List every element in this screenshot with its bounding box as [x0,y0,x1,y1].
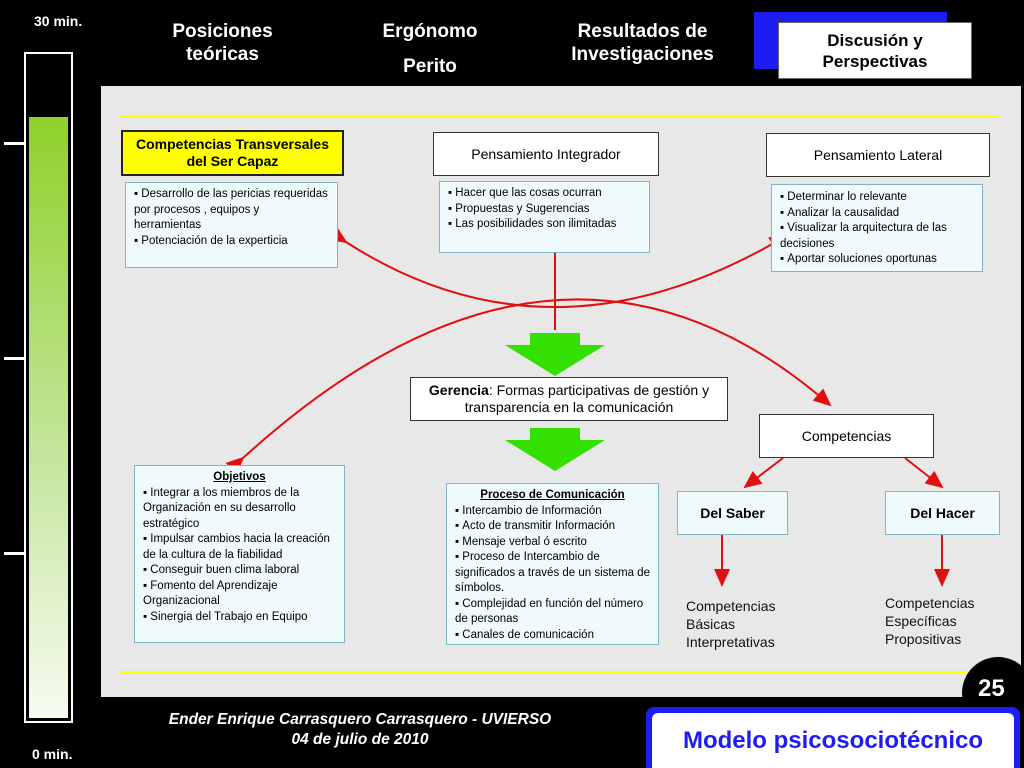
timer-top-label: 30 min. [34,13,83,29]
footer-author: Ender Enrique Carrasquero Carrasquero - … [168,711,552,728]
list-item: Potenciación de la experticia [134,234,329,250]
timer-fill [29,116,68,718]
competencia-line: Propositivas [885,631,962,647]
gerencia-rest: : Formas participativas de gestión y tra… [464,382,710,415]
yellow-divider-bottom [119,671,999,674]
objetivos-title: Objetivos [213,471,266,483]
list-item: Sinergia del Trabajo en Equipo [143,610,336,626]
nav-tab-ergonomo[interactable]: Ergónomo [382,21,478,42]
box-gerencia: Gerencia: Formas participativas de gesti… [410,377,728,421]
arc-top-connector [328,226,788,309]
timer-tick [4,142,24,145]
timer-tick [4,357,24,360]
list-item: Desarrollo de las pericias requeridas po… [134,187,329,234]
box-objetivos: Objetivos Integrar a los miembros de la … [134,465,345,643]
list-item: Intercambio de Información [455,504,650,520]
competencia-line: Competencias [885,595,975,611]
proceso-title: Proceso de Comunicación [480,489,625,501]
box-lateral-title: Pensamiento Lateral [766,133,990,177]
box-transversales-items: Desarrollo de las pericias requeridas po… [125,182,338,268]
list-item: Las posibilidades son ilimitadas [448,217,641,233]
nav-tab-posiciones[interactable]: Posiciones teóricas [172,21,273,65]
green-block-arrow-top [505,333,605,376]
box-integrador-items: Hacer que las cosas ocurranPropuestas y … [439,181,650,253]
del-saber-title: Del Saber [700,505,765,521]
box-del-hacer: Del Hacer [885,491,1000,535]
competencia-line: Específicas [885,613,957,629]
integrador-title: Pensamiento Integrador [471,146,621,162]
list-item: Determinar lo relevante [780,190,974,206]
list-item: Aportar soluciones oportunas [780,252,974,268]
list-item: Impulsar cambios hacia la creación de la… [143,532,336,563]
lateral-title: Pensamiento Lateral [813,147,943,163]
arrow-to-del-saber [743,457,784,489]
box-transversales-title: Competencias Transversales del Ser Capaz [121,130,344,176]
competencia-line: Interpretativas [686,634,775,650]
model-label-inner: Modelo psicosociotécnico [652,713,1014,768]
timer-bottom-label: 0 min. [32,746,73,762]
gerencia-text: Gerencia: Formas participativas de gesti… [419,382,719,416]
yellow-divider-top [119,115,999,118]
list-item: Analizar la causalidad [780,206,974,222]
arrow-to-del-hacer [904,457,944,489]
gerencia-bold: Gerencia [428,382,489,398]
green-block-arrow-bottom [505,428,605,471]
box-lateral-items: Determinar lo relevanteAnalizar la causa… [771,184,983,272]
list-item: Integrar a los miembros de la Organizaci… [143,486,336,533]
box-competencias: Competencias [759,414,934,458]
footer-date: 04 de julio de 2010 [291,731,429,748]
list-item: Visualizar la arquitectura de las decisi… [780,221,974,252]
nav-tab-perito[interactable]: Perito [403,56,457,77]
box-del-saber: Del Saber [677,491,788,535]
page-number: 25 [978,675,1005,702]
list-item: Hacer que las cosas ocurran [448,186,641,202]
list-item: Proceso de Intercambio de significados a… [455,550,650,597]
box-proceso: Proceso de Comunicación Intercambio de I… [446,483,659,645]
list-item: Mensaje verbal ó escrito [455,535,650,551]
del-hacer-title: Del Hacer [910,505,975,521]
competencias-title: Competencias [801,428,892,444]
arc-mid-connector [225,298,832,475]
nav-tab-discusion-label: Discusión y Perspectivas [822,30,928,71]
competencia-line: Básicas [686,616,736,632]
nav-tab-discusion[interactable]: Discusión y Perspectivas [778,22,972,79]
timer-bar [24,52,73,723]
nav-tab-resultados[interactable]: Resultados de Investigaciones [571,21,714,65]
list-item: Acto de transmitir Información [455,519,650,535]
transversales-title: Competencias Transversales del Ser Capaz [136,136,329,169]
list-item: Propuestas y Sugerencias [448,202,641,218]
timer-tick [4,552,24,555]
list-item: Fomento del Aprendizaje Organizacional [143,579,336,610]
list-item: Canales de comunicación [455,628,650,644]
list-item: Complejidad en función del número de per… [455,597,650,628]
model-label: Modelo psicosociotécnico [682,726,984,754]
box-integrador-title: Pensamiento Integrador [433,132,659,176]
competencia-line: Competencias [686,598,776,614]
list-item: Conseguir buen clima laboral [143,563,336,579]
